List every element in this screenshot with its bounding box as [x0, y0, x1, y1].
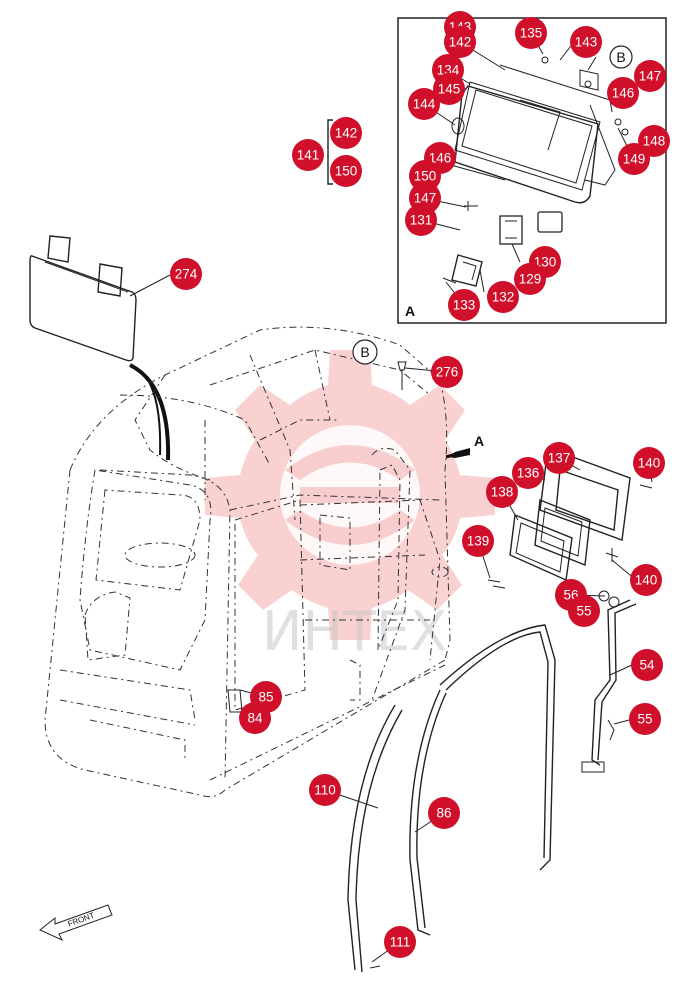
callout-140-bottom: 140	[630, 564, 662, 596]
detail-marker-b: B	[616, 49, 625, 65]
callout-54: 54	[631, 649, 663, 681]
svg-text:132: 132	[492, 290, 515, 305]
svg-text:55: 55	[576, 604, 591, 619]
callout-138: 138	[486, 476, 518, 508]
svg-text:145: 145	[438, 82, 461, 97]
callout-142-detail: 142	[444, 26, 476, 58]
svg-text:147: 147	[414, 191, 437, 206]
svg-text:136: 136	[517, 466, 540, 481]
svg-text:139: 139	[467, 534, 490, 549]
view-marker-b: B	[360, 344, 369, 360]
callout-111: 111	[384, 926, 416, 958]
svg-text:54: 54	[639, 658, 655, 673]
svg-text:140: 140	[638, 456, 661, 471]
svg-text:111: 111	[390, 935, 411, 950]
svg-text:138: 138	[491, 485, 514, 500]
callout-149: 149	[618, 143, 650, 175]
svg-text:274: 274	[175, 267, 198, 282]
callout-132: 132	[487, 281, 519, 313]
svg-text:146: 146	[612, 86, 635, 101]
callout-140-top: 140	[633, 447, 665, 479]
svg-text:86: 86	[436, 806, 451, 821]
callout-55-top: 55	[568, 595, 600, 627]
svg-text:141: 141	[297, 148, 320, 163]
callout-274: 274	[170, 258, 202, 290]
svg-text:130: 130	[534, 255, 557, 270]
svg-text:110: 110	[314, 783, 336, 798]
callout-150-group: 150	[330, 155, 362, 187]
rails	[347, 599, 637, 973]
svg-text:150: 150	[414, 169, 437, 184]
callout-146-right: 146	[607, 77, 639, 109]
svg-text:85: 85	[258, 690, 273, 705]
svg-text:131: 131	[410, 213, 433, 228]
svg-text:148: 148	[643, 134, 666, 149]
callout-55-bottom: 55	[629, 703, 661, 735]
sun-visor	[29, 235, 171, 461]
callout-142-group: 142	[330, 117, 362, 149]
callout-86: 86	[428, 797, 460, 829]
watermark-text: ИНТЕХ	[262, 600, 447, 663]
callout-135: 135	[515, 17, 547, 49]
callout-84: 84	[239, 702, 271, 734]
svg-text:147: 147	[639, 69, 662, 84]
svg-text:135: 135	[520, 26, 543, 41]
svg-text:143: 143	[575, 35, 598, 50]
watermark-logo	[205, 350, 495, 640]
callouts: 143 135 143 142 134 145 147 146 144 148 …	[170, 11, 670, 958]
view-arrow-a	[445, 448, 471, 459]
front-arrow	[39, 904, 113, 942]
view-marker-b-circle	[352, 339, 378, 365]
callout-136: 136	[512, 457, 544, 489]
svg-text:134: 134	[437, 63, 460, 78]
callout-137: 137	[543, 442, 575, 474]
svg-text:150: 150	[335, 164, 358, 179]
svg-text:144: 144	[413, 97, 436, 112]
callout-144: 144	[408, 88, 440, 120]
svg-text:142: 142	[335, 126, 358, 141]
svg-text:276: 276	[436, 365, 459, 380]
svg-text:84: 84	[247, 711, 263, 726]
svg-text:133: 133	[453, 298, 476, 313]
svg-text:55: 55	[637, 712, 652, 727]
callout-276: 276	[431, 356, 463, 388]
callout-129: 129	[514, 263, 546, 295]
group-bracket	[327, 119, 333, 185]
detail-label-a: A	[405, 303, 415, 319]
svg-text:140: 140	[635, 573, 658, 588]
svg-text:146: 146	[429, 151, 452, 166]
svg-text:149: 149	[623, 152, 646, 167]
callout-143-right: 143	[570, 26, 602, 58]
callout-141: 141	[292, 139, 324, 171]
callout-110: 110	[309, 774, 341, 806]
svg-text:129: 129	[519, 272, 542, 287]
callout-150-detail: 150	[409, 160, 441, 192]
callout-145: 145	[433, 73, 465, 105]
callout-147-right: 147	[634, 60, 666, 92]
detail-view-a: B	[397, 17, 667, 324]
callout-131: 131	[405, 204, 437, 236]
cab-outline	[44, 326, 451, 798]
svg-text:142: 142	[449, 35, 472, 50]
callout-133: 133	[448, 289, 480, 321]
callout-139: 139	[462, 525, 494, 557]
svg-text:137: 137	[548, 451, 571, 466]
view-arrow-a-label: A	[474, 433, 484, 449]
